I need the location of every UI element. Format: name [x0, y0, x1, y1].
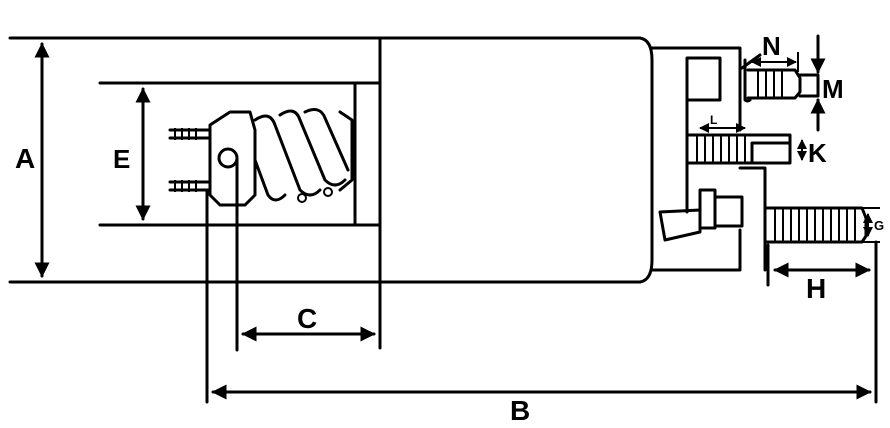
dimension-e: E: [113, 87, 151, 221]
label-c: C: [297, 303, 317, 334]
label-g: G: [874, 218, 884, 233]
dimension-l: L: [699, 113, 746, 133]
dimension-b: B: [205, 188, 878, 426]
label-e: E: [113, 144, 130, 174]
dimension-g: G: [863, 213, 884, 237]
dimension-k: K: [797, 138, 827, 168]
label-a: A: [15, 143, 35, 174]
dimension-m: M: [810, 34, 844, 132]
dimension-a: A: [15, 42, 50, 278]
label-n: N: [762, 31, 781, 61]
label-h: H: [806, 273, 826, 304]
terminal-cap: [650, 46, 880, 272]
label-b: B: [510, 395, 530, 426]
plunger-spring: [168, 108, 354, 207]
dimension-c: C: [235, 158, 376, 352]
label-k: K: [808, 138, 827, 168]
label-l: L: [710, 113, 717, 127]
dimension-h: H: [766, 243, 871, 304]
inner-bore: [98, 81, 382, 227]
dimension-n: N: [751, 31, 799, 72]
housing-outline: [8, 36, 654, 350]
label-m: M: [822, 74, 844, 104]
